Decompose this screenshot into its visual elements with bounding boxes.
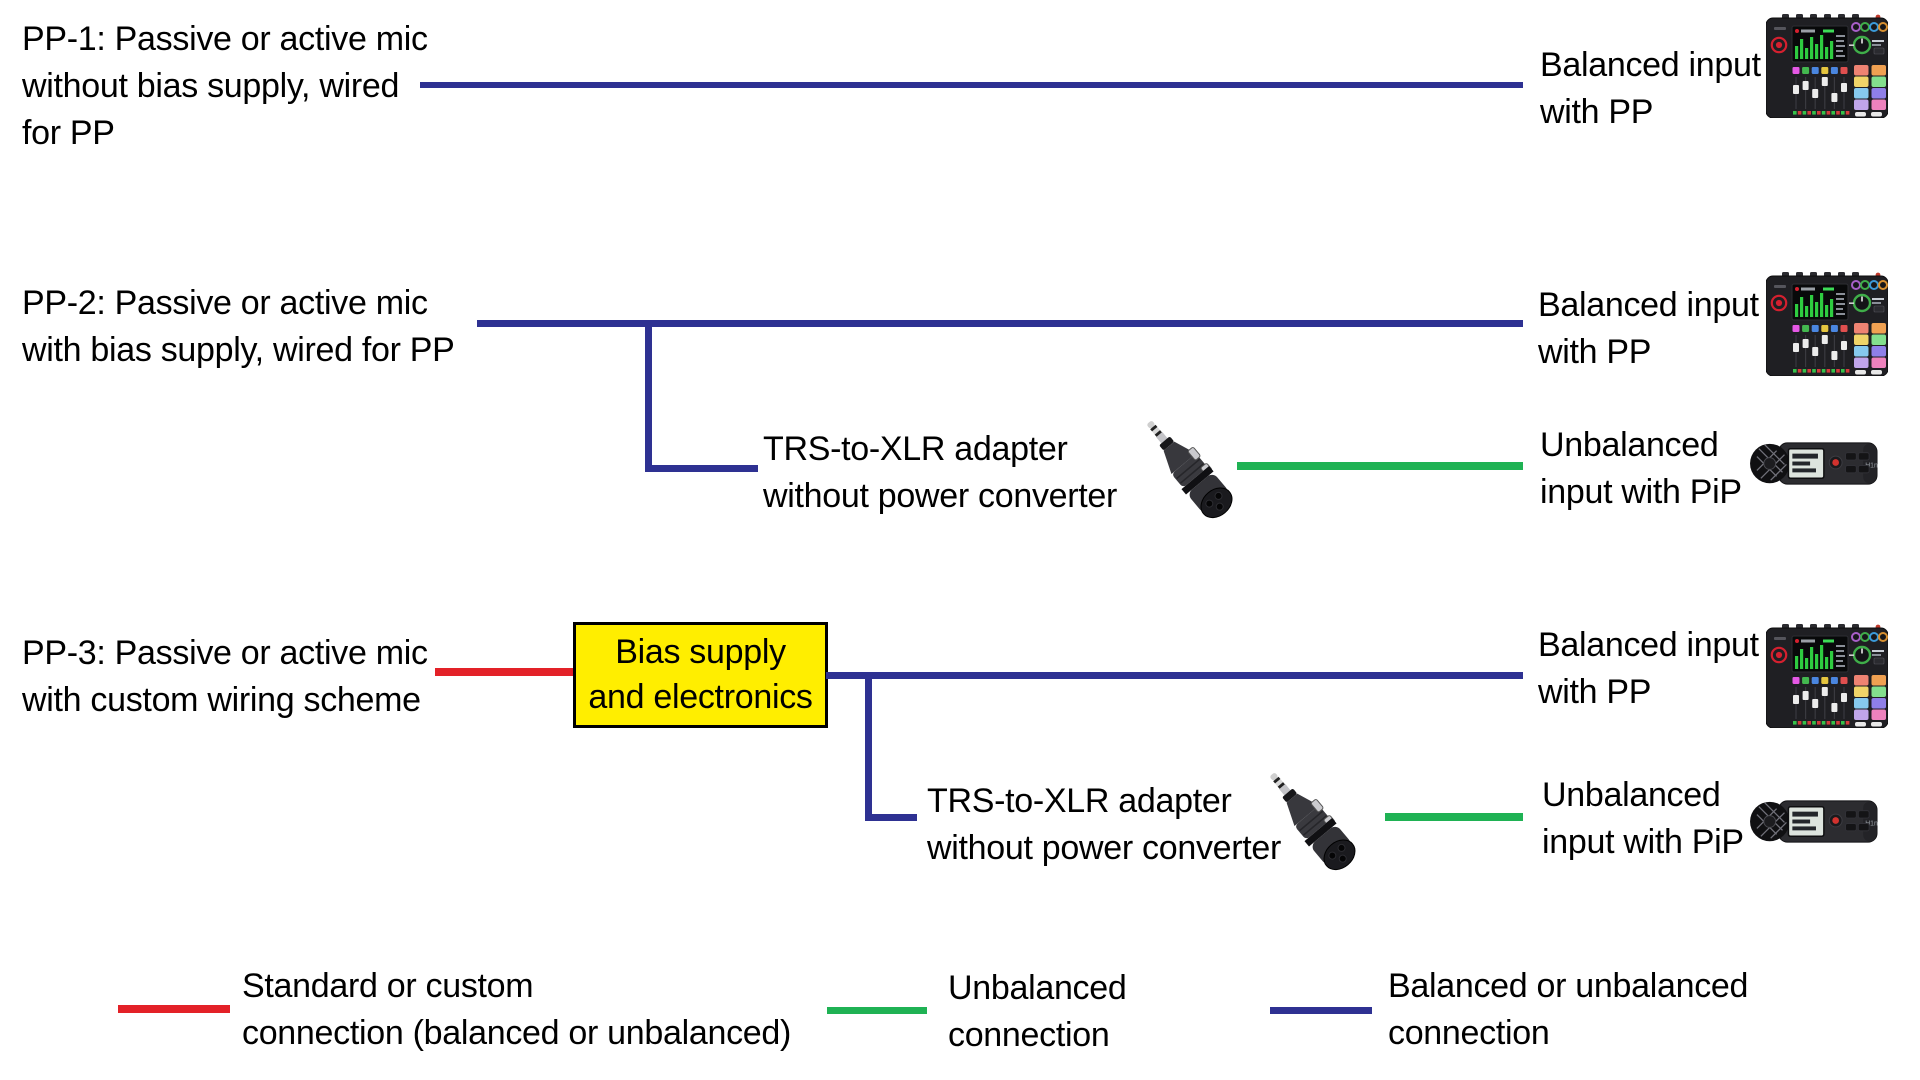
- label-line: connection (balanced or unbalanced): [242, 1014, 792, 1052]
- pp1-label: PP-1: Passive or active mic without bias…: [22, 16, 428, 157]
- pp2-branch-line-vertical: [645, 320, 652, 472]
- label-line: connection: [948, 1016, 1110, 1054]
- bias-supply-box: Bias supply and electronics: [573, 622, 828, 728]
- pp2-unbalanced-output-label: Unbalanced input with PiP: [1540, 422, 1742, 516]
- label-line: PP-2: Passive or active mic: [22, 284, 428, 322]
- label-line: for PP: [22, 114, 115, 152]
- label-line: Balanced input: [1540, 46, 1761, 84]
- label-line: Balanced or unbalanced: [1388, 967, 1749, 1005]
- label-line: input with PiP: [1540, 473, 1742, 511]
- label-line: Bias supply: [615, 633, 786, 671]
- label-line: with PP: [1538, 333, 1652, 371]
- trs-to-xlr-adapter-icon: [1138, 420, 1250, 520]
- label-line: Balanced input: [1538, 286, 1759, 324]
- label-line: without power converter: [927, 829, 1282, 867]
- label-line: with PP: [1538, 673, 1652, 711]
- legend-unbalanced-swatch: [827, 1007, 927, 1014]
- audio-mixer-icon: [1766, 624, 1888, 728]
- label-line: TRS-to-XLR adapter: [927, 782, 1232, 820]
- pp2-unbalanced-line: [1237, 462, 1523, 470]
- label-line: Balanced input: [1538, 626, 1759, 664]
- label-line: Unbalanced: [1540, 426, 1719, 464]
- legend-balanced-label: Balanced or unbalanced connection: [1388, 963, 1748, 1057]
- label-line: with PP: [1540, 93, 1654, 131]
- label-line: with bias supply, wired for PP: [22, 331, 455, 369]
- audio-mixer-icon: [1766, 14, 1888, 118]
- handheld-recorder-icon: [1748, 790, 1882, 853]
- pp2-adapter-label: TRS-to-XLR adapter without power convert…: [763, 426, 1117, 520]
- legend-unbalanced-label: Unbalanced connection: [948, 965, 1127, 1059]
- pp2-label: PP-2: Passive or active mic with bias su…: [22, 280, 455, 374]
- audio-mixer-icon: [1766, 272, 1888, 376]
- pp2-balanced-line: [477, 320, 1523, 327]
- pp2-balanced-output-label: Balanced input with PP: [1538, 282, 1759, 376]
- label-line: PP-1: Passive or active mic: [22, 20, 428, 58]
- pp3-adapter-label: TRS-to-XLR adapter without power convert…: [927, 778, 1281, 872]
- label-line: with custom wiring scheme: [22, 681, 421, 719]
- pp3-branch-line-horizontal: [865, 814, 917, 821]
- label-line: without bias supply, wired: [22, 67, 400, 105]
- label-line: PP-3: Passive or active mic: [22, 634, 428, 672]
- pp3-balanced-output-label: Balanced input with PP: [1538, 622, 1759, 716]
- legend-custom-swatch: [118, 1005, 230, 1013]
- legend-balanced-swatch: [1270, 1007, 1372, 1014]
- legend-custom-label: Standard or custom connection (balanced …: [242, 963, 791, 1057]
- pp3-balanced-line: [826, 672, 1523, 679]
- label-line: Standard or custom: [242, 967, 534, 1005]
- pp3-unbalanced-output-label: Unbalanced input with PiP: [1542, 772, 1744, 866]
- label-line: Unbalanced: [1542, 776, 1721, 814]
- label-line: and electronics: [588, 678, 813, 716]
- pp3-label: PP-3: Passive or active mic with custom …: [22, 630, 428, 724]
- pp1-balanced-line: [420, 82, 1523, 88]
- label-line: connection: [1388, 1014, 1550, 1052]
- label-line: input with PiP: [1542, 823, 1744, 861]
- label-line: TRS-to-XLR adapter: [763, 430, 1068, 468]
- pp3-branch-line-vertical: [865, 672, 872, 821]
- handheld-recorder-icon: [1748, 432, 1882, 495]
- pp1-output-label: Balanced input with PP: [1540, 42, 1761, 136]
- pp2-branch-line-horizontal: [645, 465, 758, 472]
- trs-to-xlr-adapter-icon: [1261, 772, 1373, 872]
- pp3-custom-line: [435, 668, 575, 676]
- label-line: without power converter: [763, 477, 1118, 515]
- pp3-unbalanced-line: [1385, 813, 1523, 821]
- label-line: Unbalanced: [948, 969, 1127, 1007]
